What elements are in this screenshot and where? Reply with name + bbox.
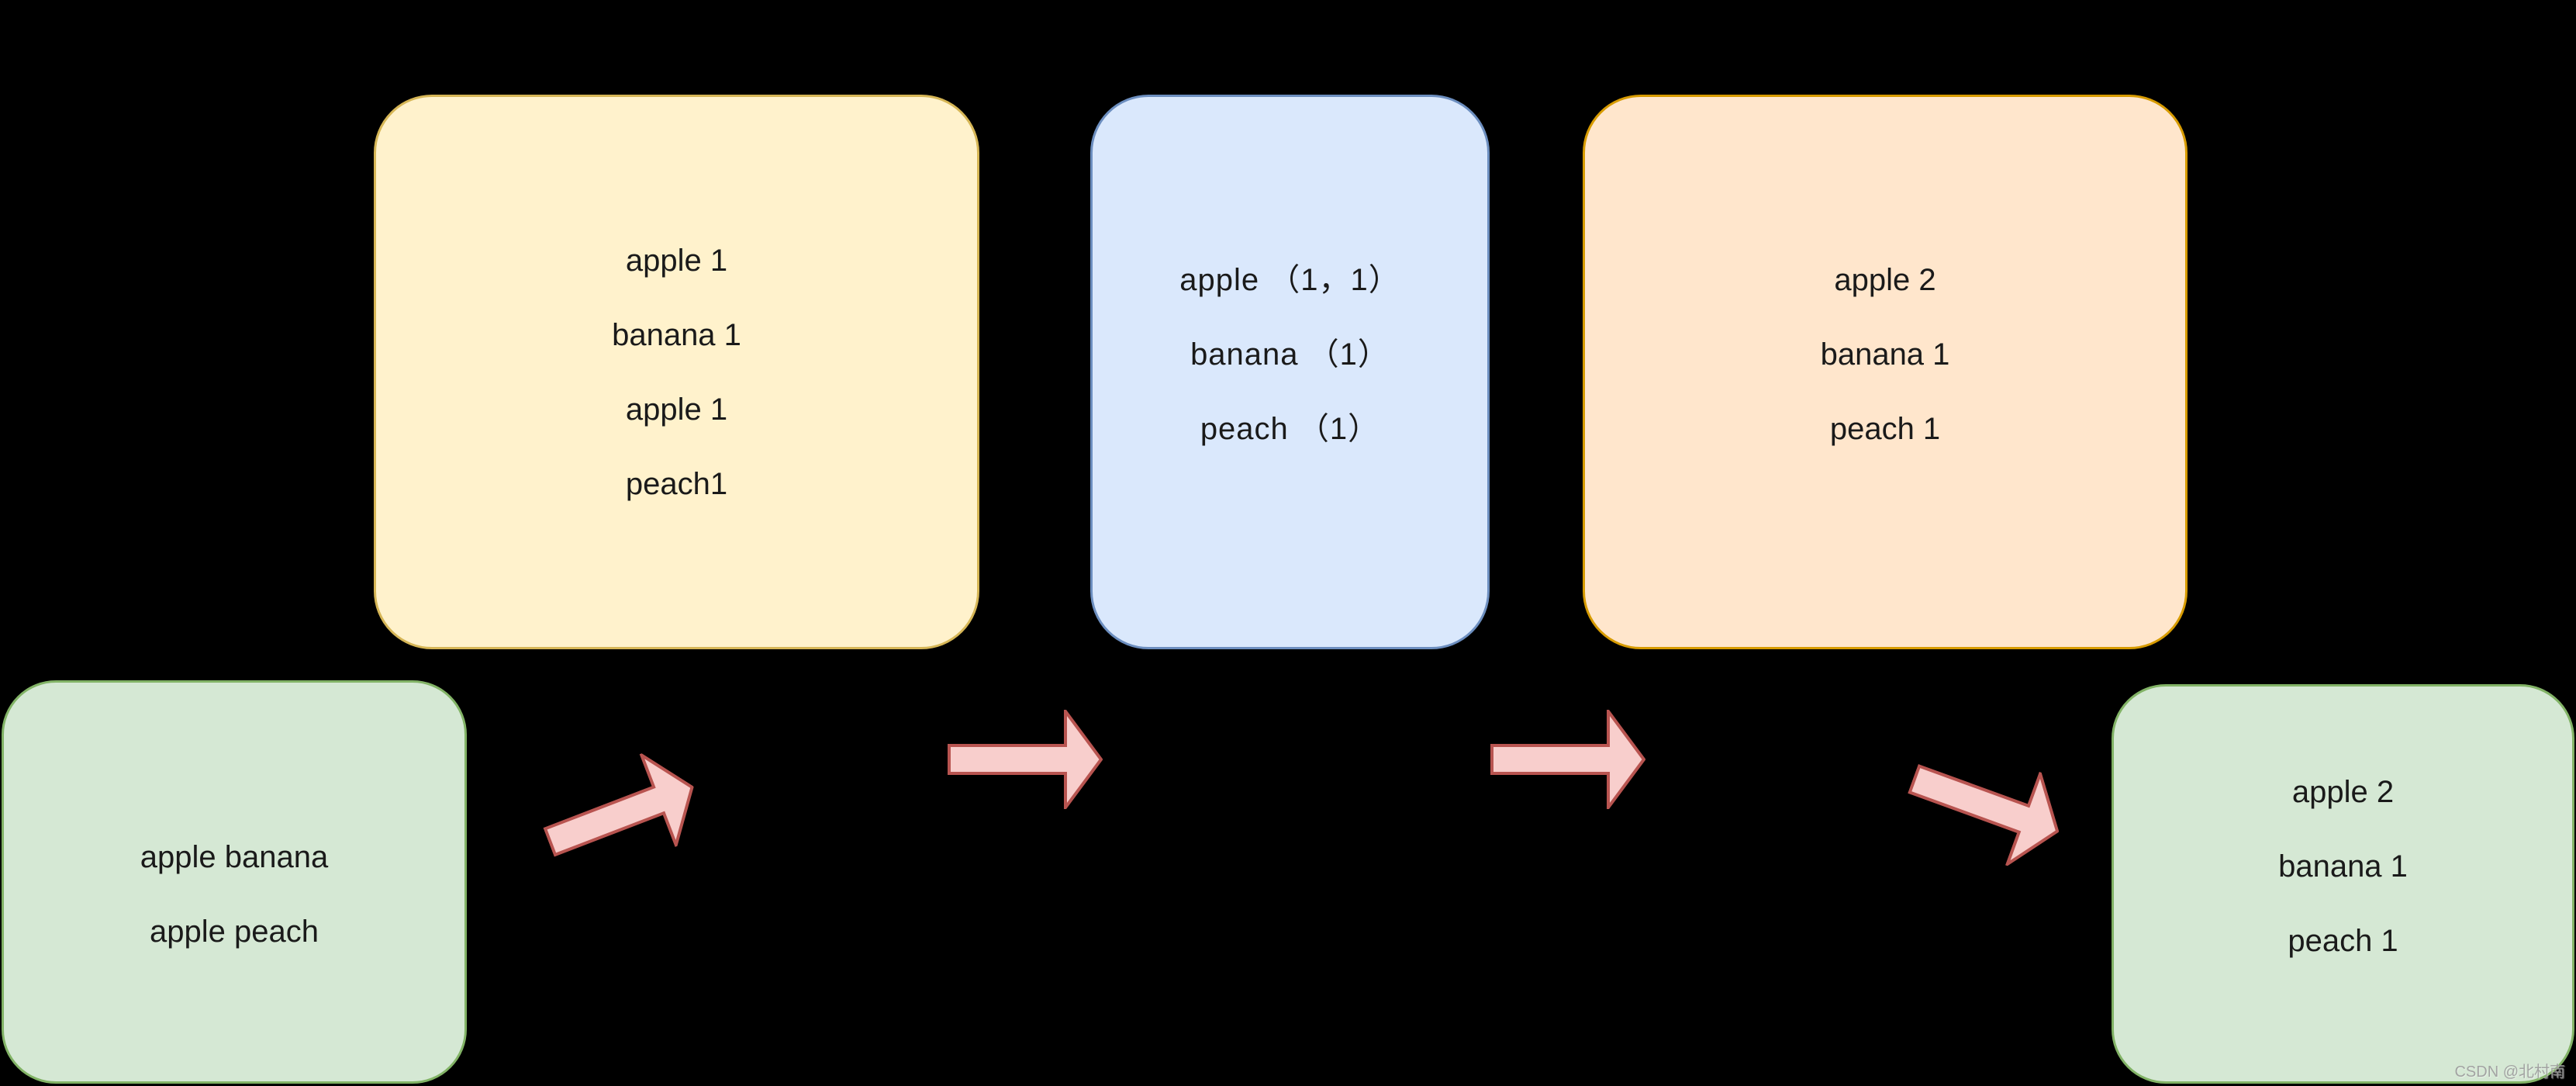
node-text-line: apple banana — [140, 840, 329, 874]
flow-arrow-right-icon — [948, 710, 1103, 809]
node-text-line: apple peach — [150, 915, 319, 949]
node-text-line: peach1 — [625, 466, 728, 501]
node-text-line: banana 1 — [2278, 849, 2408, 884]
node-text-line: apple 1 — [625, 392, 728, 427]
flow-arrow-down-right-icon — [1896, 732, 2076, 879]
node-text-line: peach 1 — [1829, 411, 1941, 446]
node-text-line: banana （1） — [1190, 337, 1390, 372]
final-output-lines: apple 2 banana 1 peach 1 — [2278, 755, 2408, 978]
final-output-node: apple 2 banana 1 peach 1 — [2112, 684, 2574, 1084]
node-text-line: banana 1 — [612, 317, 741, 352]
node-text-line: peach （1） — [1200, 411, 1380, 446]
map-output-node: apple 1 banana 1 apple 1 peach1 — [374, 95, 979, 649]
reduce-result-lines: apple 2 banana 1 peach 1 — [1821, 243, 1950, 466]
shuffle-group-node: apple （1，1） banana （1） peach （1） — [1090, 95, 1490, 649]
node-text-line: apple 1 — [625, 243, 728, 278]
input-text-lines: apple banana apple peach — [140, 820, 328, 969]
csdn-watermark: CSDN @北村南 — [2454, 1064, 2565, 1081]
flow-arrow-up-right-icon — [531, 740, 712, 888]
flow-arrow-right-icon — [1490, 710, 1645, 809]
node-text-line: apple 2 — [2291, 774, 2395, 809]
reduce-result-node: apple 2 banana 1 peach 1 — [1583, 95, 2188, 649]
node-text-line: apple 2 — [1834, 262, 1936, 297]
shuffle-group-lines: apple （1，1） banana （1） peach （1） — [1179, 243, 1400, 466]
input-text-node: apple banana apple peach — [2, 680, 467, 1084]
node-text-line: peach 1 — [2288, 923, 2398, 958]
node-text-line: apple （1，1） — [1179, 262, 1400, 297]
map-output-lines: apple 1 banana 1 apple 1 peach1 — [612, 223, 741, 521]
node-text-line: banana 1 — [1820, 337, 1950, 372]
